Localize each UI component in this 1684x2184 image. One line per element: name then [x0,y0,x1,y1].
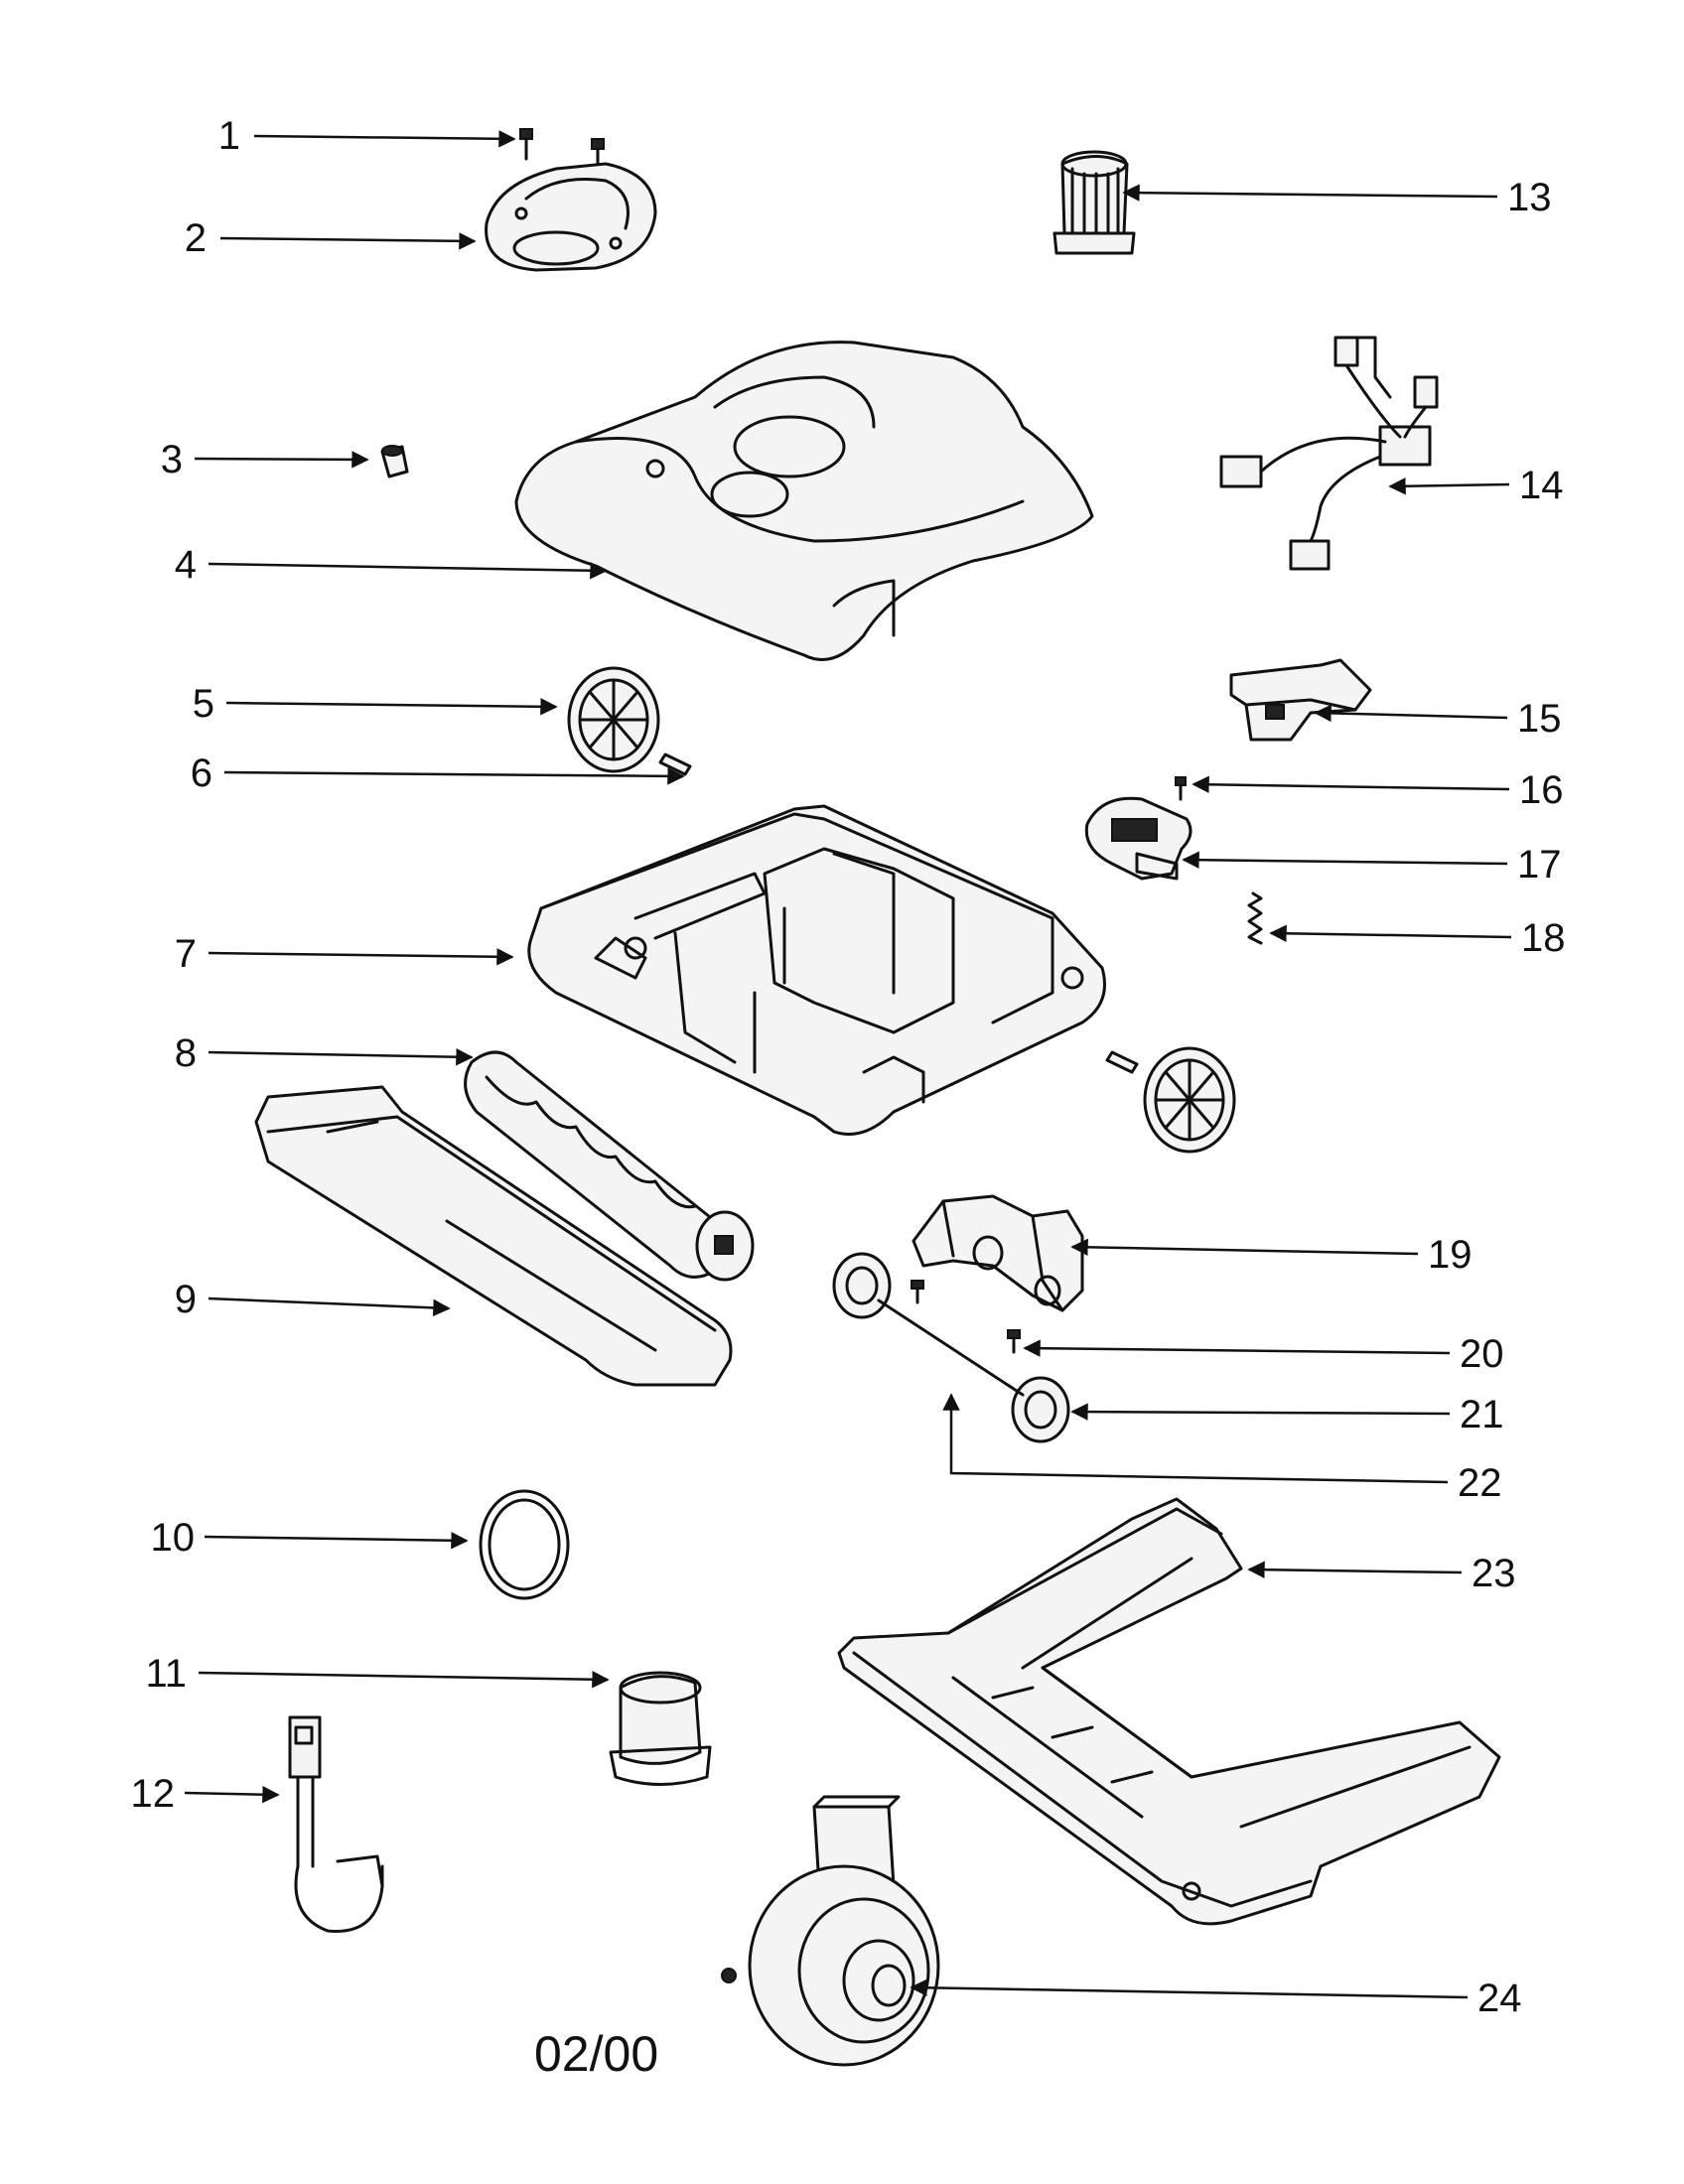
callout-17: 17 [1517,843,1562,887]
callout-18: 18 [1521,916,1566,960]
cover-plate-part-2 [485,162,657,272]
rear-wheel-right [1105,1046,1236,1154]
callout-8: 8 [175,1031,197,1075]
bushing-part-3 [380,445,409,478]
callout-20: 20 [1460,1332,1504,1376]
filter-part-13 [1052,150,1136,255]
belt-part-10 [479,1489,570,1600]
brushroll-part-8 [464,1050,755,1282]
callout-11: 11 [145,1652,187,1696]
callout-1: 1 [218,114,240,158]
axle-part-22 [877,1298,1025,1397]
motor-cup-part-11 [609,1671,712,1786]
leader-lines [184,130,1512,1999]
callout-14: 14 [1519,464,1564,507]
wheel-carriage-part-19 [912,1194,1084,1312]
callout-7: 7 [175,932,197,976]
wiring-harness-part-14 [1219,336,1439,571]
callout-19: 19 [1428,1233,1473,1277]
callout-3: 3 [161,438,183,481]
callout-16: 16 [1519,768,1564,812]
callout-labels: 1 2 3 4 5 6 7 8 9 10 11 12 13 14 15 16 1… [131,114,1566,2020]
callout-15: 15 [1517,697,1562,741]
callout-5: 5 [193,682,214,726]
callout-2: 2 [185,216,207,260]
callout-6: 6 [191,751,212,795]
callout-23: 23 [1472,1552,1516,1595]
callout-4: 4 [175,543,197,587]
date-code: 02/00 [534,2026,658,2082]
bottom-plate-part-23 [837,1497,1501,1926]
latch-bracket-part-17 [1084,796,1193,881]
callout-13: 13 [1507,176,1552,219]
pedal-part-15 [1229,658,1372,742]
screw-part-16 [1175,776,1187,801]
motor-part-24 [721,1795,940,2067]
callout-9: 9 [175,1278,197,1321]
callout-12: 12 [131,1772,176,1816]
callout-10: 10 [151,1516,196,1560]
hood-part-4 [514,341,1094,661]
cord-harness-part-12 [288,1715,384,1933]
bumper-part-9 [254,1085,733,1387]
screw-part-20 [911,1280,1021,1354]
screw-part-1 [519,128,605,171]
callout-24: 24 [1477,1977,1522,2020]
rear-wheel-part-5 [567,666,660,773]
callout-21: 21 [1460,1393,1504,1436]
callout-22: 22 [1458,1461,1502,1505]
axle-pin-part-6 [658,752,692,776]
base-housing-part-7 [527,804,1106,1136]
front-wheels-part-21 [832,1252,1070,1443]
spring-part-18 [1247,891,1263,945]
